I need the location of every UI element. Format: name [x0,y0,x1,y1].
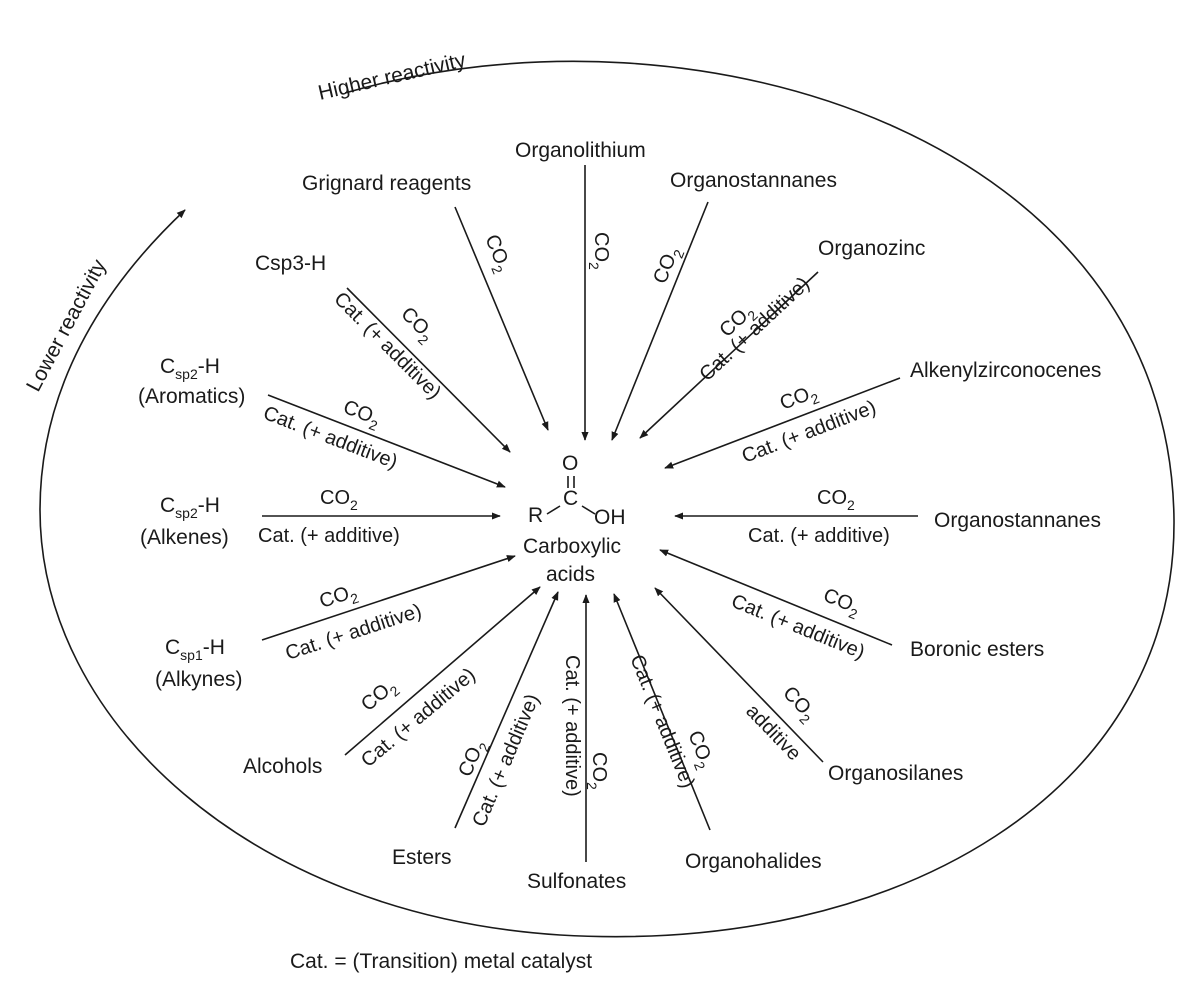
reactivity-ellipse [39,60,1175,938]
hydroxyl-label: OH [594,506,626,529]
label-grignard-reagents: Grignard reagents [302,172,471,195]
arrow-alcohols [344,586,541,756]
cond-co2-alkenylzirconocenes: CO2 [777,381,822,419]
label-aromatics: (Aromatics) [138,385,245,408]
arrow-esters [454,591,559,829]
label-csp2-alkenes: Csp2-H [160,494,220,521]
label-alkynes: (Alkynes) [155,668,243,691]
cond-co2-organostannanes-right: CO2 [817,487,855,513]
label-organostannanes-right: Organostannanes [934,509,1101,532]
label-sulfonates: Sulfonates [527,870,626,893]
label-organostannanes-top: Organostannanes [670,169,837,192]
product-name-line1: Carboxylic [523,535,621,558]
cond-co2-alkenes: CO2 [320,487,358,513]
cond-co2-alcohols: CO2 [357,675,403,719]
cond-cat-organostannanes-right: Cat. (+ additive) [748,525,890,547]
oxygen-atom-label: O [562,452,578,475]
arrow-alkenylzirconocenes [664,377,901,469]
arrow-organozinc [639,271,819,439]
label-alcohols: Alcohols [243,755,322,778]
reaction-arrows [261,165,918,862]
cond-co2-sulfonates: CO2 [584,752,610,790]
label-esters: Esters [392,846,452,869]
cond-cat-sulfonates: Cat. (+ additive) [561,655,583,797]
cond-co2-boronic: CO2 [819,584,864,622]
bond-c-oh [581,505,596,515]
cond-cat-csp3: Cat. (+ additive) [329,288,445,404]
label-alkenylzirconocenes: Alkenylzirconocenes [910,359,1101,382]
arrow-csp3 [346,287,511,453]
label-organosilanes: Organosilanes [828,762,963,785]
carbon-atom-label: C [563,487,578,510]
label-organozinc: Organozinc [818,237,925,260]
arrow-csp2-aromatics [267,394,506,488]
label-csp1-h: Csp1-H [165,636,225,663]
label-organohalides: Organohalides [685,850,822,873]
arrow-organohalides [613,593,711,831]
r-group-label: R [528,504,543,527]
arrow-csp1 [261,555,516,641]
cond-cat-organohalides: Cat. (+ additive) [625,652,698,792]
cond-co2-aromatics: CO2 [339,396,384,434]
label-alkenes: (Alkenes) [140,526,229,549]
label-boronic-esters: Boronic esters [910,638,1044,661]
cond-cat-alkenes: Cat. (+ additive) [258,525,400,547]
arrow-organostannanes-top [611,201,709,441]
footnote-catalyst: Cat. = (Transition) metal catalyst [290,950,592,973]
cond-co2-grignard: CO2 [477,231,516,276]
carboxylic-acid-structure: O C R OH Carboxylic acids [523,452,626,586]
label-csp2-aromatics: Csp2-H [160,355,220,382]
label-organolithium: Organolithium [515,139,646,162]
higher-reactivity-label: Higher reactivity [316,48,468,104]
label-csp3-h: Csp3-H [255,252,326,275]
bond-r-c [546,505,561,515]
arrow-organosilanes [654,587,824,763]
product-name-line2: acids [546,563,595,586]
arrow-grignard [454,206,549,431]
cond-cat-organozinc: Cat. (+ additive) [695,273,814,386]
arrow-boronic-esters [659,549,893,646]
cond-co2-alkynes: CO2 [317,580,361,616]
cond-co2-organolithium: CO2 [586,232,612,270]
